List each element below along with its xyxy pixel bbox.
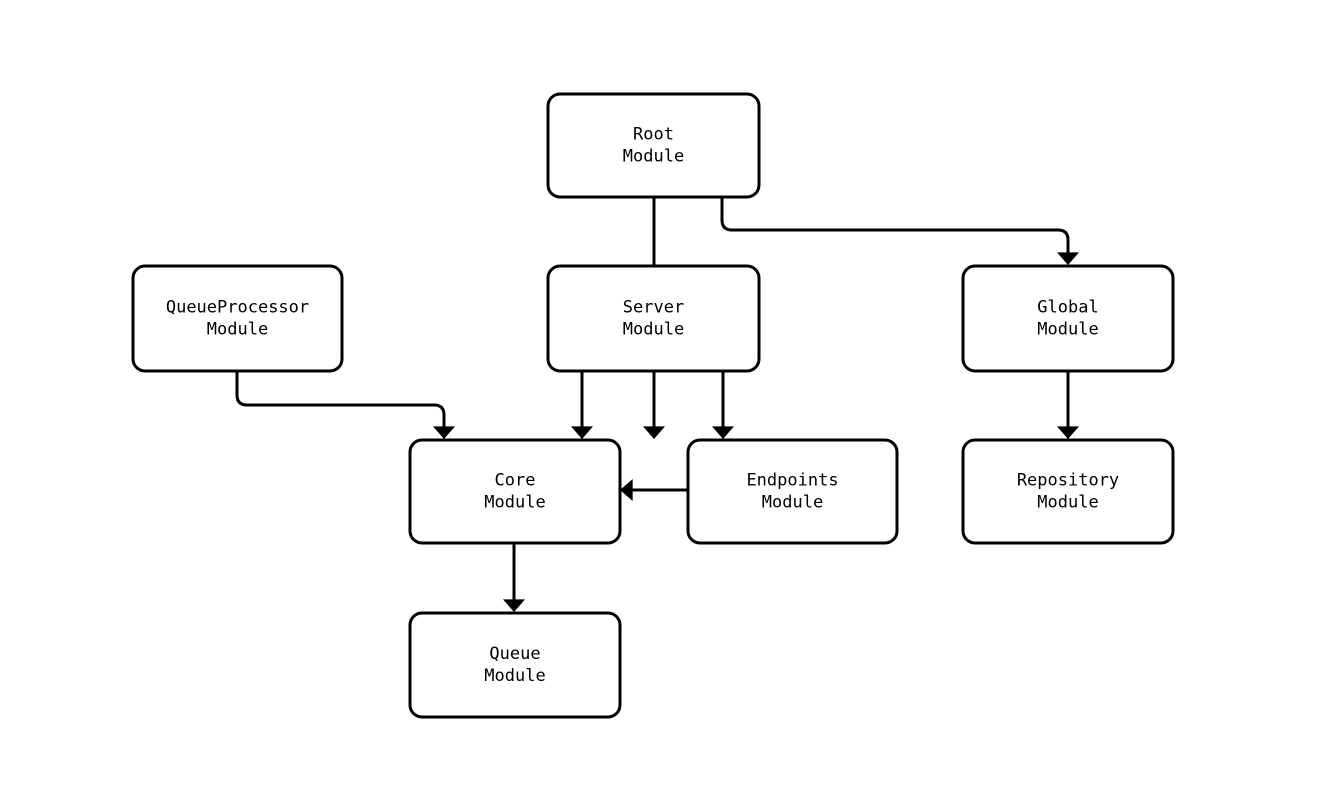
repository-module-node-label-line2: Module xyxy=(1037,493,1098,513)
edge-queueprocessor-to-core-arrowhead xyxy=(433,426,455,439)
queueprocessor-module-node-label-line1: QueueProcessor xyxy=(166,298,309,318)
queue-module-node-box[interactable] xyxy=(408,611,622,719)
edge-endpoints-to-core xyxy=(620,479,688,501)
edge-server-to-endpoints-arrowhead xyxy=(712,426,734,439)
edge-queueprocessor-to-core xyxy=(235,371,455,439)
repository-module-node-box[interactable] xyxy=(961,438,1175,545)
global-module-node-label-line2: Module xyxy=(1037,320,1098,340)
edge-root-to-global-arrowhead xyxy=(1057,252,1079,265)
queueprocessor-module-node-box[interactable] xyxy=(131,264,344,373)
root-module-node-label-line1: Root xyxy=(633,125,674,145)
core-module-node-box[interactable] xyxy=(408,438,622,545)
core-module-node-label-line2: Module xyxy=(484,493,545,513)
edge-root-to-server-arrowhead xyxy=(643,426,665,439)
root-module-node-box[interactable] xyxy=(546,92,761,199)
edge-root-to-global xyxy=(720,197,1079,265)
edge-server-to-core-arrowhead xyxy=(571,426,593,439)
global-module-node-label-line1: Global xyxy=(1037,298,1098,318)
edge-server-to-core xyxy=(571,371,593,439)
queue-module-node-label-line1: Queue xyxy=(489,644,540,664)
root-module-node-label-line2: Module xyxy=(623,147,684,167)
endpoints-module-node-box[interactable] xyxy=(686,438,899,545)
queueprocessor-module-node-label-line2: Module xyxy=(207,320,268,340)
edge-queueprocessor-to-core-line xyxy=(235,371,446,428)
edge-server-to-endpoints xyxy=(712,371,734,439)
endpoints-module-node-label-line2: Module xyxy=(762,493,823,513)
repository-module-node-label-line1: Repository xyxy=(1017,471,1119,491)
nodes-layer: RootModuleQueueProcessorModuleServerModu… xyxy=(131,92,1175,719)
server-module-node-label-line1: Server xyxy=(623,298,684,318)
edge-core-to-queue-arrowhead xyxy=(503,599,525,612)
global-module-node-box[interactable] xyxy=(961,264,1175,373)
queue-module-node-label-line2: Module xyxy=(484,666,545,686)
edge-root-to-global-line xyxy=(720,197,1070,254)
edge-global-to-repository xyxy=(1057,371,1079,439)
endpoints-module-node-label-line1: Endpoints xyxy=(746,471,838,491)
edge-endpoints-to-core-arrowhead xyxy=(620,479,633,501)
server-module-node-box[interactable] xyxy=(546,264,761,373)
edge-core-to-queue xyxy=(503,543,525,612)
edge-global-to-repository-arrowhead xyxy=(1057,426,1079,439)
core-module-node-label-line1: Core xyxy=(495,471,536,491)
server-module-node-label-line2: Module xyxy=(623,320,684,340)
edges-layer xyxy=(235,197,1079,612)
